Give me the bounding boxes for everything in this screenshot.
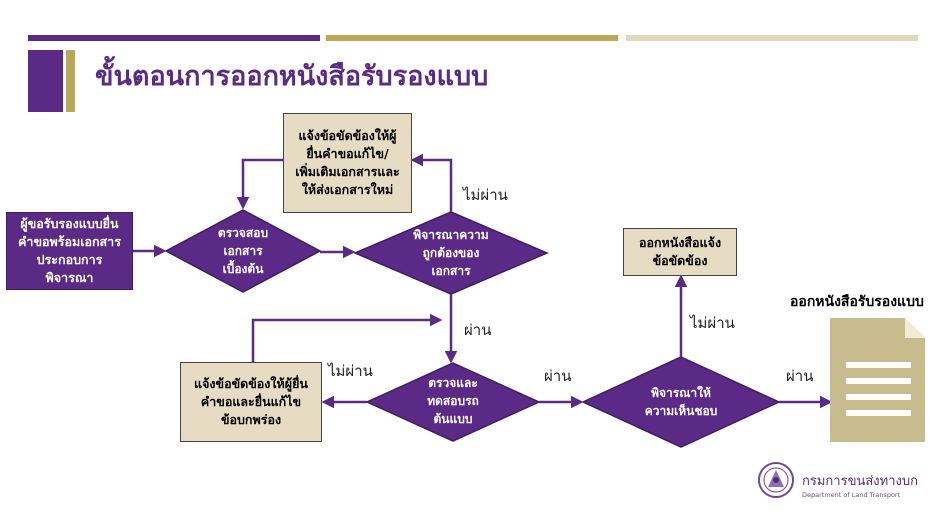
inspect-diamond	[365, 362, 541, 442]
review-fail-label: ไม่ผ่าน	[463, 186, 508, 204]
approve-pass-label: ผ่าน	[786, 367, 814, 385]
initial-check-diamond	[164, 209, 322, 293]
review-pass-label: ผ่าน	[464, 321, 492, 339]
document-icon	[830, 318, 925, 442]
initial-check-label: ตรวจสอบ เอกสาร เบื้องต้น	[217, 226, 269, 276]
approve-label: พิจารณาให้ ความเห็นชอบ	[644, 386, 718, 418]
applicant-submit-box: ผู้ขอรับรองแบบยื่น คำขอพร้อมเอกสาร ประกอ…	[6, 212, 133, 290]
title-accent-purple	[28, 50, 63, 112]
issue-notice-box: ออกหนังสือแจ้ง ข้อขัดข้อง	[623, 228, 737, 276]
header-bar-olive	[326, 35, 618, 41]
arrow-notify-to-check	[236, 158, 283, 210]
arrow-review-fail-to-notify	[410, 153, 453, 212]
notify-amend-box: แจ้งข้อขัดข้องให้ผู้ ยื่นคำขอแก้ไข/ เพิ่…	[283, 113, 412, 213]
header-bar-purple	[28, 35, 320, 41]
certificate-output-label: ออกหนังสือรับรองแบบ	[790, 294, 924, 310]
department-logo-text: กรมการขนส่งทางบก Department of Land Tran…	[802, 470, 918, 499]
department-name-english: Department of Land Transport	[802, 491, 901, 499]
inspect-fail-label: ไม่ผ่าน	[328, 362, 373, 380]
header-bar-sand	[626, 35, 918, 41]
department-seal-icon	[758, 462, 794, 498]
title-accent-olive	[66, 50, 75, 112]
doc-review-label: พิจารณาความ ถูกต้องของ เอกสาร	[413, 228, 489, 278]
approve-diamond	[581, 356, 781, 448]
arrow-defect-resubmit	[251, 313, 443, 362]
inspect-label: ตรวจและ ทดสอบรถ ต้นแบบ	[427, 376, 479, 426]
department-name-thai: กรมการขนส่งทางบก	[802, 474, 918, 489]
page-title: ขั้นตอนการออกหนังสือรับรองแบบ	[95, 61, 489, 92]
inspect-pass-label: ผ่าน	[544, 367, 572, 385]
approve-fail-label: ไม่ผ่าน	[690, 314, 735, 332]
notify-defect-box: แจ้งข้อขัดข้องให้ผู้ยื่น คำขอและยื่นแก้ไ…	[180, 362, 322, 442]
